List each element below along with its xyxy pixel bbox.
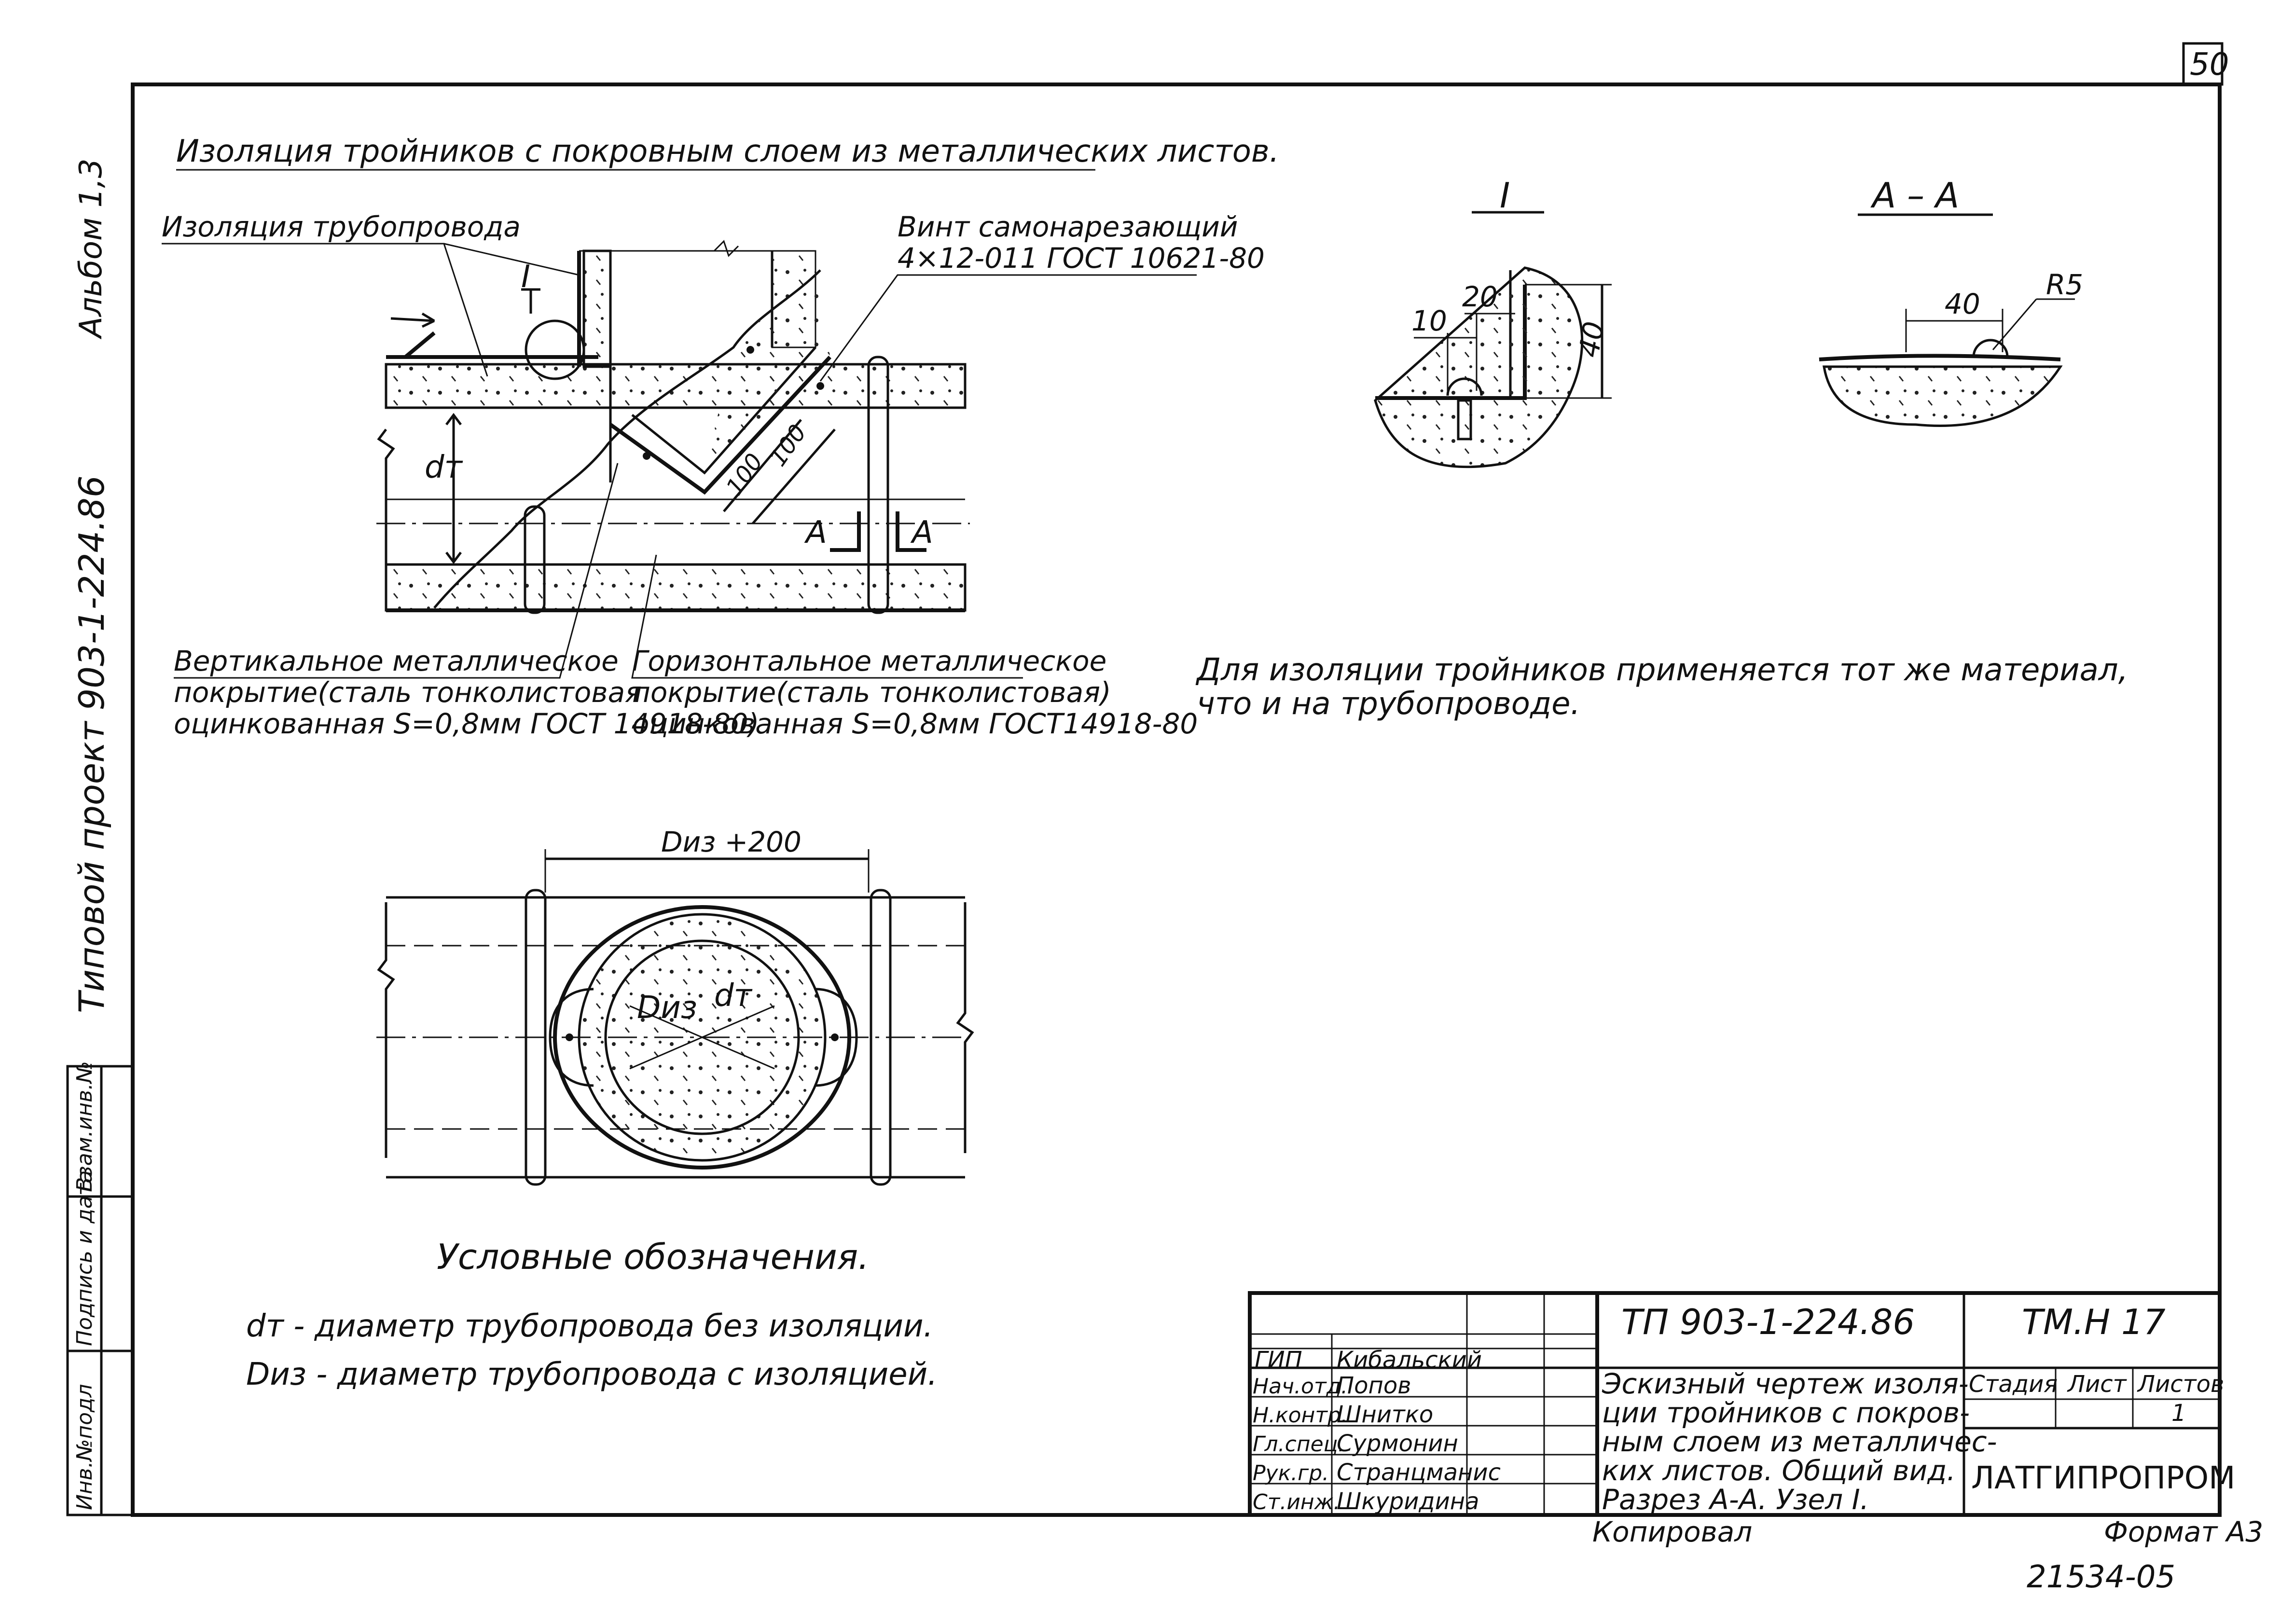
name-1: Попов — [1337, 1372, 1411, 1399]
note-line-2: что и на трубопроводе. — [1197, 686, 1580, 722]
detail-I-dim-40: 40 — [1572, 319, 1611, 359]
margin-project: Типовой проект 903-1-224.86 — [71, 475, 112, 1013]
description-line-4: ких листов. Общий вид. — [1602, 1454, 1956, 1487]
copied-label: Копировал — [1592, 1515, 1752, 1548]
label-horizontal-3: оцинкованная S=0,8мм ГОСТ14918-80 — [632, 707, 1198, 740]
role-0: ГИП — [1255, 1347, 1302, 1374]
detail-node-I — [1374, 211, 1612, 468]
section-AA-dim-r5: R5 — [2046, 268, 2083, 301]
role-4: Рук.гр. — [1253, 1461, 1329, 1486]
sheet-frame — [131, 42, 2224, 1517]
sheet-code: ТМ.Н 17 — [2022, 1302, 2166, 1342]
name-2: Шнитко — [1337, 1401, 1433, 1428]
dim-dt: dт — [425, 450, 463, 485]
col-sheets: Листов — [2137, 1371, 2224, 1398]
name-4: Странцманис — [1337, 1459, 1501, 1486]
description-line-2: ции тройников с покров- — [1602, 1396, 1970, 1429]
tee-plan — [376, 849, 974, 1186]
legend-line-2: Dиз - диаметр трубопровода с изоляцией. — [246, 1357, 938, 1392]
detail-I-dim-20: 20 — [1462, 280, 1498, 313]
description-line-3: ным слоем из металличес- — [1602, 1425, 1997, 1458]
plan-label-dt: dт — [714, 978, 753, 1014]
description-line-5: Разрез А-А. Узел I. — [1602, 1483, 1869, 1516]
description-line-1: Эскизный чертеж изоля- — [1602, 1367, 1969, 1400]
plan-dim-top: Dиз +200 — [661, 826, 801, 858]
label-screw-2: 4×12-011 ГОСТ 10621-80 — [898, 242, 1265, 275]
legend-title: Условные обозначения. — [437, 1237, 869, 1277]
organization: ЛАТГИПРОПРОМ — [1971, 1460, 2235, 1496]
role-3: Гл.спец. — [1253, 1432, 1345, 1457]
col-stage: Стадия — [1969, 1371, 2058, 1398]
stamp-inv: Инв.№подл — [72, 1384, 97, 1510]
plan-label-diz: Dиз — [637, 990, 697, 1026]
label-pipe-insulation: Изоляция трубопровода — [162, 210, 521, 243]
title-block — [1248, 1291, 2222, 1517]
detail-I-dim-10: 10 — [1411, 304, 1447, 337]
side-stamp — [66, 1065, 134, 1516]
label-vertical-1: Вертикальное металлическое — [174, 645, 619, 677]
node-mark: I — [521, 259, 530, 295]
margin-album: Альбом 1,3 — [73, 159, 109, 340]
archive-number: 21534-05 — [2027, 1559, 2175, 1595]
sheets-value: 1 — [2171, 1400, 2186, 1427]
name-0: Кибальский — [1337, 1347, 1482, 1374]
tee-elevation — [376, 240, 970, 614]
stamp-sign: Подпись и дата — [72, 1170, 97, 1346]
section-mark-left: А — [804, 515, 827, 551]
stamp-replace: Взам.инв.№ — [72, 1061, 97, 1192]
label-vertical-2: покрытие(сталь тонколистовая — [174, 676, 642, 709]
legend-line-1: dт - диаметр трубопровода без изоляции. — [246, 1308, 933, 1344]
section-AA-title: А – А — [1870, 175, 1959, 216]
doc-code: ТП 903-1-224.86 — [1621, 1302, 1915, 1342]
role-2: Н.контр. — [1253, 1403, 1348, 1428]
section-AA-dim-40: 40 — [1945, 288, 1980, 320]
dim-100-a: 100 — [721, 449, 768, 500]
main-heading: Изоляция тройников с покровным слоем из … — [176, 134, 1279, 169]
page-number: 50 — [2190, 47, 2229, 83]
role-1: Нач.отд. — [1253, 1374, 1348, 1399]
note-line-1: Для изоляции тройников применяется тот ж… — [1195, 652, 2128, 688]
format-label: Формат А3 — [2104, 1515, 2263, 1548]
section-mark-right: А — [910, 515, 933, 551]
section-AA — [1819, 213, 2075, 427]
label-horizontal-2: покрытие(сталь тонколистовая) — [632, 676, 1111, 709]
role-5: Ст.инж. — [1253, 1490, 1340, 1514]
label-vertical-3: оцинкованная S=0,8мм ГОСТ 14918-80) — [174, 707, 759, 740]
name-5: Шкуридина — [1337, 1488, 1479, 1515]
col-sheet: Лист — [2067, 1371, 2128, 1398]
label-horizontal-1: Горизонтальное металлическое — [632, 645, 1106, 677]
detail-I-title: I — [1500, 175, 1510, 216]
label-screw-1: Винт самонарезающий — [898, 210, 1238, 243]
name-3: Сурмонин — [1337, 1430, 1458, 1457]
